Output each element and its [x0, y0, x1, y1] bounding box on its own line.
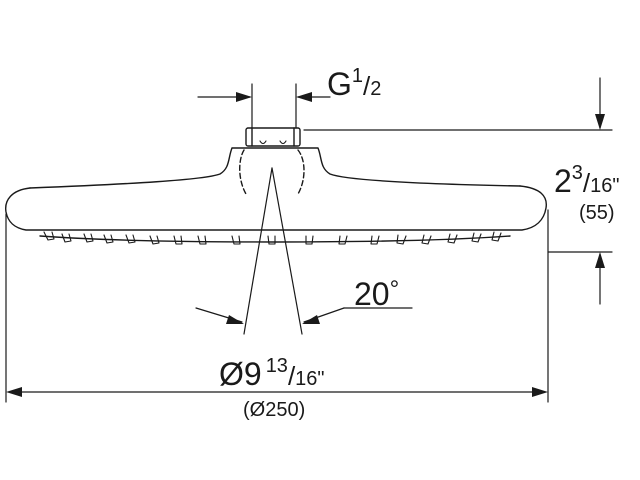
thread-label: G1/2 — [327, 65, 382, 102]
arrow-diameter-left — [6, 387, 22, 397]
height-metric-label: (55) — [579, 202, 615, 224]
arrow-height-bottom — [595, 252, 605, 268]
arrow-angle-left — [226, 315, 244, 324]
diameter-metric-label: (Ø250) — [243, 399, 306, 421]
arrow-angle-right — [302, 315, 320, 324]
arrow-diameter-right — [532, 387, 548, 397]
height-label: 23/16" — [554, 162, 620, 199]
angle-line-right — [271, 167, 303, 335]
connector-nut — [245, 127, 301, 147]
arrow-height-top — [595, 114, 605, 130]
arrow-thread-right — [296, 92, 312, 102]
head-body — [5, 185, 547, 231]
ball-joint-hidden — [239, 149, 305, 195]
neck-dome — [29, 147, 521, 189]
angle-label: 20° — [354, 276, 400, 312]
angle-line-left — [243, 167, 273, 335]
arrow-thread-left — [236, 92, 252, 102]
spray-nozzles — [43, 231, 502, 245]
